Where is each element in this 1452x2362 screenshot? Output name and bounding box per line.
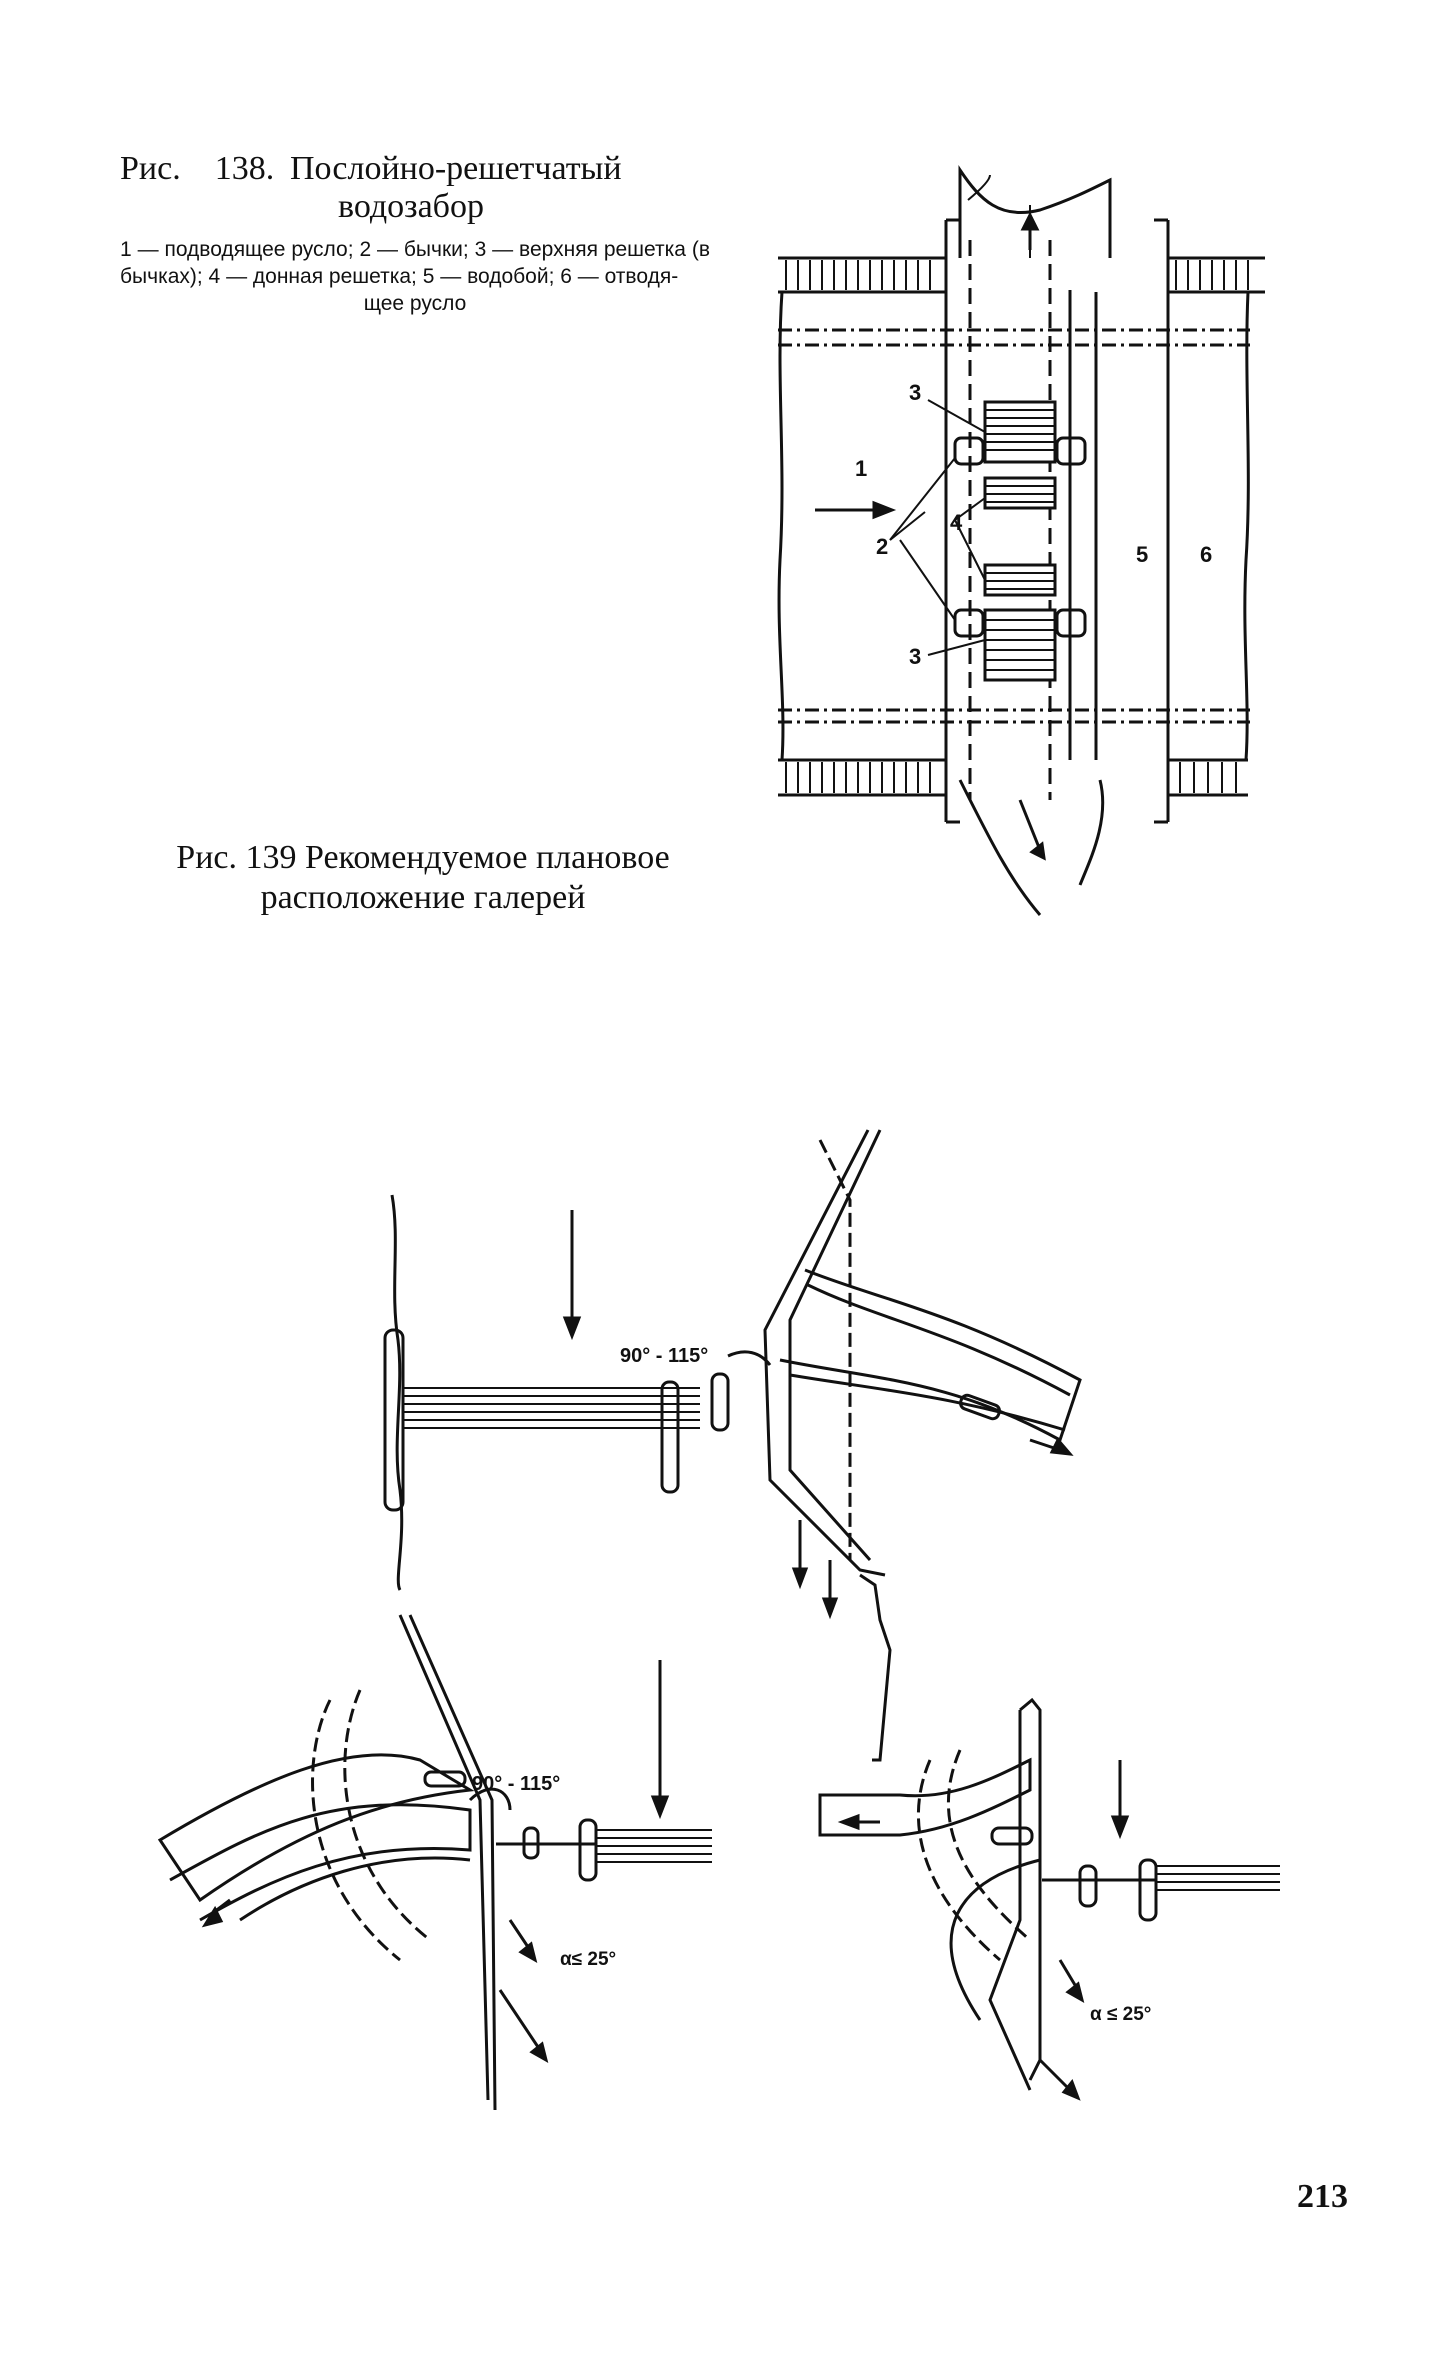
fig139-right-diagram: α ≤ 25°: [818, 1697, 1280, 2101]
grate-3-bottom: [983, 608, 1057, 682]
angle-label-top: 90° - 115°: [620, 1345, 708, 1367]
grate-3-top: [983, 400, 1057, 464]
pier-top: [953, 436, 985, 466]
outlet-conduit: [779, 1268, 1082, 1443]
grate-4-b: [983, 563, 1057, 597]
label-5: 5: [1136, 542, 1148, 567]
weir-left-line: [398, 1614, 490, 2101]
fig139-top-diagram: 90° - 115°: [383, 1129, 1082, 1762]
gallery-top-dashed: [818, 1139, 852, 1560]
upper-bank: [778, 256, 1265, 294]
fig-prefix: Рис.: [120, 150, 181, 187]
label-4: 4: [950, 510, 963, 535]
alpha-arrow-2: [498, 1989, 542, 2051]
fig139-title-line2: расположение галерей: [260, 879, 586, 916]
shoreline: [390, 1194, 404, 1591]
alpha-arrow-1: [508, 1919, 532, 1951]
fig139-caption: Рис. 139 Рекомендуемое плановое располож…: [128, 838, 718, 918]
right-bank-line: [1243, 291, 1250, 761]
legend-tail: щее русло: [363, 292, 467, 315]
pier-a: [660, 1380, 680, 1494]
pier-c: [423, 1770, 467, 1788]
gallery-dashed: [968, 240, 1052, 800]
left-bank-line: [777, 291, 785, 761]
lower-bank: [778, 758, 1248, 797]
grate-4-a: [983, 476, 1057, 510]
intake-pipes-right: [1156, 1865, 1280, 1891]
weir-outline: [763, 1129, 886, 1577]
fig138-legend: 1 — подводящее русло; 2 — бычки; 3 — вер…: [120, 236, 710, 317]
label-3-bottom: 3: [909, 644, 921, 669]
pier-f: [990, 1826, 1034, 1846]
label-1: 1: [855, 456, 867, 481]
intake-pipes: [403, 1387, 700, 1429]
label-2: 2: [876, 534, 888, 559]
fig139-title: Рис. 139 Рекомендуемое плановое: [176, 839, 670, 876]
fig138-title: Послойно-решетчатый: [290, 150, 622, 187]
fig138-title-line2: водозабор: [338, 188, 484, 225]
pier-h: [1138, 1858, 1158, 1922]
fig-number: 138.: [214, 150, 275, 187]
pier-bottom: [953, 608, 985, 638]
fig138-caption: Рис. 138. Послойно-решетчатый водозабор: [120, 150, 720, 226]
curved-channel: [157, 1753, 475, 1903]
alpha-arrow-4: [1038, 2058, 1072, 2092]
alpha-label-left: α≤ 25°: [560, 1949, 616, 1970]
alpha-label-right: α ≤ 25°: [1090, 2004, 1151, 2025]
pier-e: [578, 1818, 598, 1882]
fig139-left-diagram: 90° - 115° α≤ 25°: [157, 1614, 712, 2111]
pier-b: [710, 1372, 730, 1432]
angle-label-left: 90° - 115°: [472, 1773, 560, 1795]
fig138-diagram: 3 1 2 4 5 6 3: [777, 165, 1265, 916]
outlet-top: [958, 165, 1112, 258]
axis-lines: [778, 328, 1250, 724]
weir-right-line: [1019, 1697, 1042, 2081]
pier-g: [1078, 1864, 1098, 1908]
label-3-top: 3: [909, 380, 921, 405]
outlet-bottom: [958, 779, 1105, 916]
label-6: 6: [1200, 542, 1212, 567]
legend-text: 1 — подводящее русло; 2 — бычки; 3 — вер…: [120, 238, 710, 288]
page-number: 213: [1297, 2178, 1348, 2215]
right-outlet-channel: [818, 1757, 1032, 1837]
intake-pipes-left: [596, 1829, 712, 1863]
